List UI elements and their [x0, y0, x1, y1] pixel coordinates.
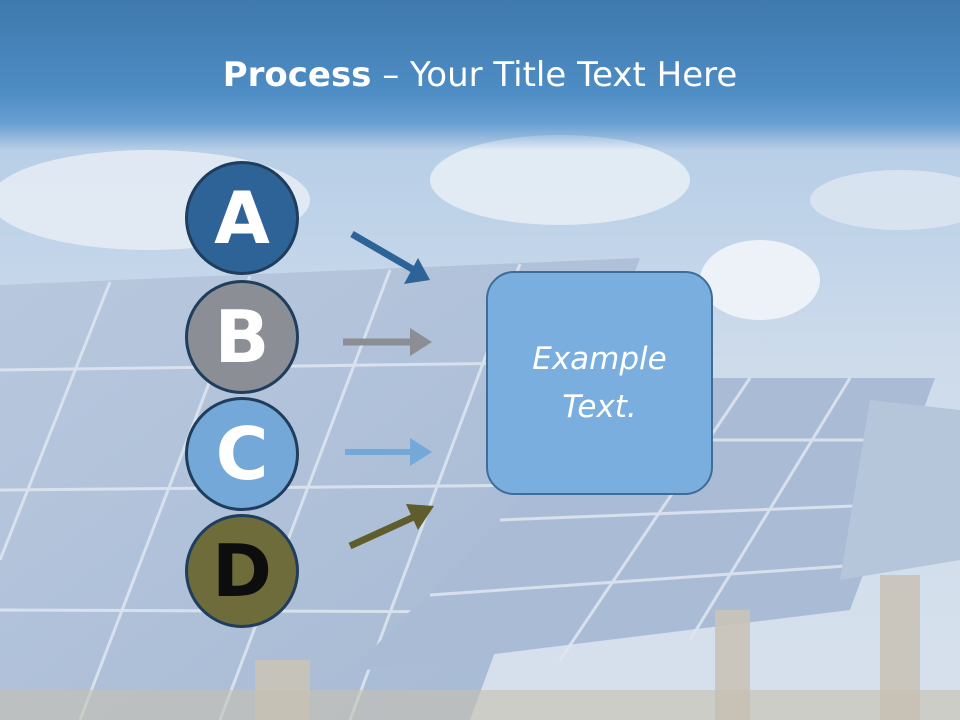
example-text-box: Example Text. [486, 271, 713, 495]
arrow-b [343, 328, 432, 356]
arrow-a [350, 230, 430, 284]
box-text-line2: Text. [562, 389, 637, 425]
node-d: D [185, 514, 299, 628]
title-bold: Process [222, 55, 372, 95]
node-b: B [185, 280, 299, 394]
node-c: C [185, 397, 299, 511]
arrow-d [348, 504, 434, 550]
arrow-c [345, 438, 432, 466]
node-a: A [185, 161, 299, 275]
title-band [0, 0, 960, 150]
box-text-line1: Example [532, 341, 667, 377]
title-rest: – Your Title Text Here [371, 55, 738, 95]
slide-title: Process – Your Title Text Here [0, 52, 960, 98]
